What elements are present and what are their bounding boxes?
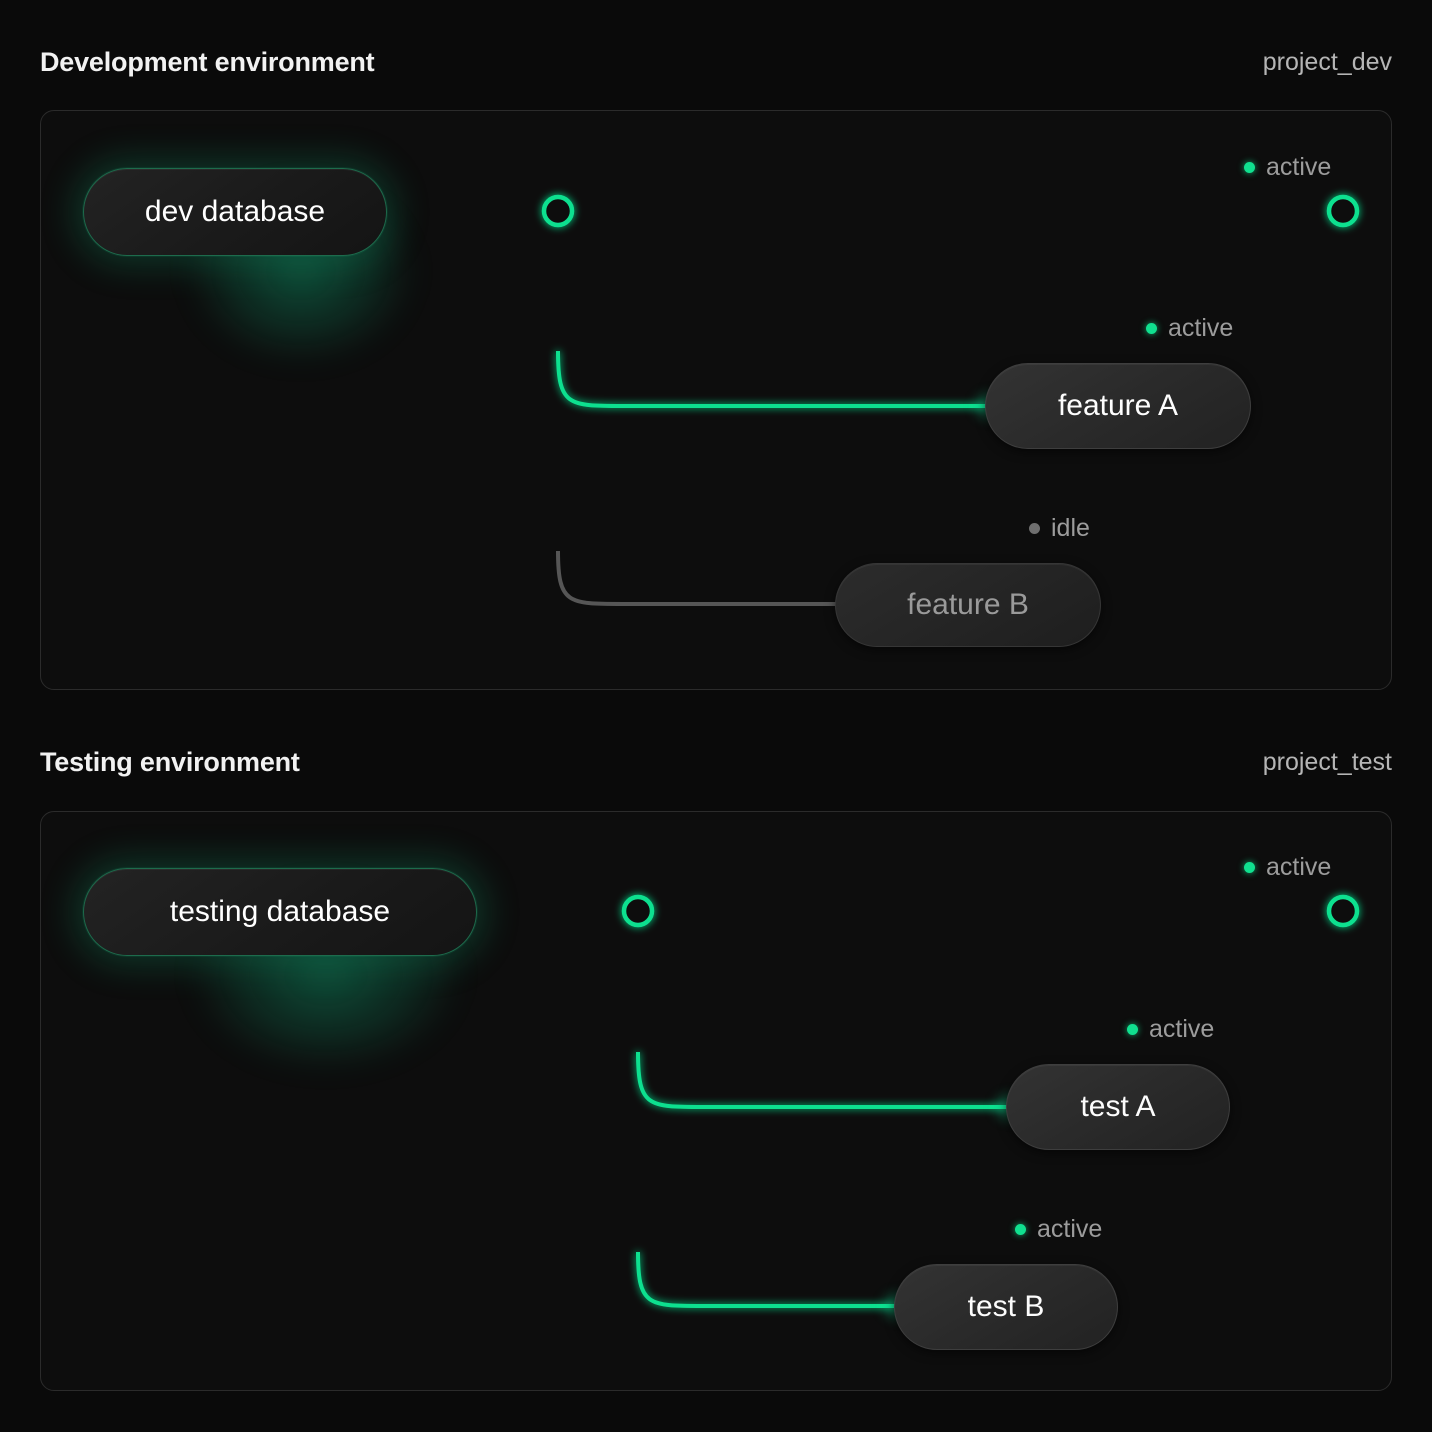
- section-project-development: project_dev: [1262, 47, 1392, 76]
- panel-testing: testing database active active test A ac…: [40, 811, 1392, 1391]
- status-dot-icon: [1127, 1024, 1138, 1035]
- node-feature-a[interactable]: feature A: [985, 363, 1251, 449]
- status-test-a-label: active: [1149, 1015, 1215, 1043]
- panel-development: dev database active active feature A idl…: [40, 110, 1392, 690]
- section-project-testing: project_test: [1262, 747, 1392, 776]
- status-feature-a: active: [1146, 316, 1233, 341]
- status-test-b-label: active: [1037, 1215, 1103, 1243]
- status-feature-a-label: active: [1168, 314, 1234, 342]
- status-dot-icon: [1244, 162, 1255, 173]
- status-dot-icon: [1244, 862, 1255, 873]
- node-dev-database[interactable]: dev database: [83, 168, 387, 256]
- section-title-development: Development environment: [40, 46, 375, 77]
- connector-paths-development: [386, 194, 1360, 606]
- node-dev-database-label: dev database: [144, 195, 326, 228]
- edge-dev-to-feature-a: [556, 350, 987, 408]
- edge-test-to-test-a: [636, 1051, 1007, 1109]
- status-dot-icon: [1029, 523, 1040, 534]
- status-test-trunk: active: [1244, 855, 1331, 880]
- section-header-testing: Testing environment project_test: [40, 742, 1392, 782]
- junction-node-dev: [541, 194, 575, 228]
- node-feature-b-label: feature B: [907, 588, 1029, 621]
- terminal-node-dev: [1326, 194, 1360, 228]
- section-header-development: Development environment project_dev: [40, 42, 1392, 82]
- node-test-b[interactable]: test B: [894, 1264, 1118, 1350]
- status-dot-icon: [1146, 323, 1157, 334]
- node-test-a-label: test A: [1080, 1090, 1156, 1123]
- status-dot-icon: [1015, 1224, 1026, 1235]
- node-test-b-label: test B: [967, 1290, 1045, 1323]
- terminal-node-test: [1326, 894, 1360, 928]
- connector-paths-testing: [476, 894, 1360, 1308]
- status-feature-b: idle: [1029, 516, 1090, 541]
- node-feature-a-label: feature A: [1057, 389, 1179, 422]
- edge-dev-to-feature-b: [556, 550, 836, 606]
- node-testing-database-label: testing database: [169, 895, 391, 928]
- node-test-a[interactable]: test A: [1006, 1064, 1230, 1150]
- status-dev-trunk: active: [1244, 155, 1331, 180]
- status-test-trunk-label: active: [1266, 853, 1332, 881]
- section-title-testing: Testing environment: [40, 746, 300, 777]
- status-test-b: active: [1015, 1217, 1102, 1242]
- status-test-a: active: [1127, 1017, 1214, 1042]
- status-feature-b-label: idle: [1051, 514, 1090, 542]
- node-feature-b[interactable]: feature B: [835, 563, 1101, 647]
- edge-test-to-test-b: [636, 1251, 895, 1308]
- node-testing-database[interactable]: testing database: [83, 868, 477, 956]
- status-dev-trunk-label: active: [1266, 153, 1332, 181]
- junction-node-test: [621, 894, 655, 928]
